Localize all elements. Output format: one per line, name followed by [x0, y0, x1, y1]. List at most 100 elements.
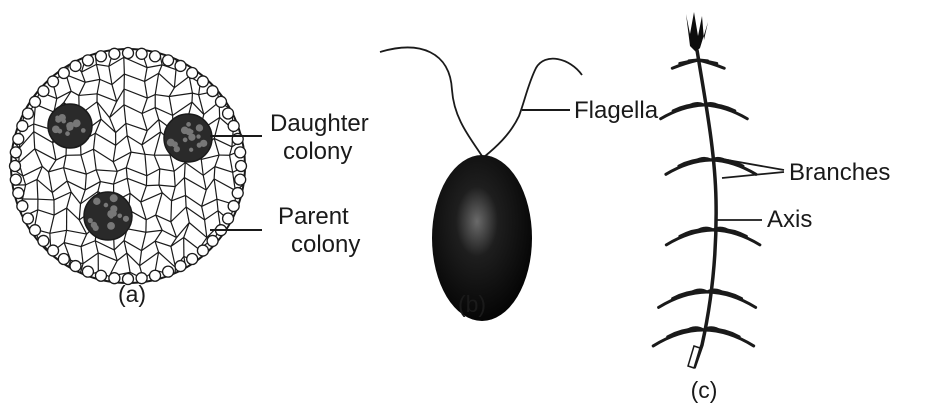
cell-wall	[190, 48, 203, 50]
cell-wall	[37, 30, 42, 48]
daughter-cell	[183, 137, 188, 142]
cell-wall	[251, 164, 261, 178]
cell-wall	[42, 48, 53, 58]
cell-wall	[188, 29, 190, 48]
cell-wall	[0, 228, 9, 232]
cell-wall	[8, 270, 19, 283]
cell-wall	[214, 167, 215, 179]
cell-wall	[53, 57, 54, 71]
cell-wall	[4, 270, 8, 290]
cell-wall	[4, 289, 24, 290]
cell-wall	[249, 102, 266, 115]
cell-wall	[57, 269, 68, 277]
cell-wall	[5, 194, 6, 209]
cell-wall	[68, 45, 70, 58]
cell-wall	[0, 185, 8, 192]
cell-wall	[5, 210, 9, 228]
cell-wall	[38, 199, 54, 200]
cell-wall	[251, 31, 268, 41]
rim-cell	[58, 253, 69, 264]
cell-wall	[173, 305, 191, 311]
cell-wall	[264, 260, 268, 276]
daughter-cell	[107, 210, 114, 217]
cell-wall	[214, 28, 231, 37]
cell-wall	[246, 31, 251, 42]
cell-wall	[36, 63, 37, 80]
cell-wall	[7, 75, 27, 80]
cell-wall	[0, 290, 4, 292]
cell-wall	[37, 30, 55, 42]
cell-wall	[24, 285, 41, 290]
cell-wall	[244, 198, 260, 203]
cell-wall	[83, 295, 86, 308]
cell-wall	[259, 115, 267, 126]
cell-wall	[171, 275, 175, 294]
cell-wall	[188, 29, 202, 38]
cell-wall	[215, 305, 233, 307]
cell-wall	[249, 77, 265, 87]
rim-cell	[10, 174, 21, 185]
rim-cell	[30, 225, 41, 236]
cell-wall	[202, 38, 204, 50]
cell-wall	[38, 302, 51, 310]
cell-wall	[244, 59, 259, 73]
cell-wall	[80, 30, 98, 40]
cell-wall	[218, 290, 237, 292]
cell-wall	[7, 304, 22, 305]
cell-wall	[80, 39, 86, 57]
cell-wall	[204, 291, 205, 312]
rim-cell	[136, 48, 147, 59]
cell-wall	[249, 181, 265, 188]
rim-cell	[82, 266, 93, 277]
cell-wall	[19, 218, 21, 232]
rim-cell	[228, 201, 239, 212]
cell-wall	[214, 253, 217, 269]
cell-wall	[57, 263, 58, 277]
cell-wall	[50, 300, 69, 310]
flagella-label: Flagella	[574, 97, 659, 124]
cell-wall	[102, 300, 112, 308]
cell-wall	[237, 290, 247, 292]
rim-cell	[236, 161, 247, 172]
cell-wall	[249, 77, 250, 92]
daughter-cell	[188, 134, 195, 141]
daughter-cell	[197, 143, 202, 148]
rim-cell	[22, 213, 33, 224]
cell-wall	[214, 64, 230, 65]
cell-wall	[66, 34, 69, 44]
cell-wall	[38, 285, 41, 303]
volvox-colony	[0, 27, 267, 312]
rim-cell	[82, 55, 93, 66]
cell-wall	[174, 40, 176, 51]
axis-label: Axis	[767, 206, 812, 233]
cell-wall	[261, 178, 265, 188]
cell-wall	[184, 271, 186, 287]
cell-wall	[20, 283, 24, 290]
cell-wall	[20, 275, 38, 283]
chlamydomonas-cell	[380, 48, 582, 321]
rim-cell	[30, 96, 41, 107]
cell-wall	[41, 285, 50, 295]
cell-wall	[250, 121, 251, 135]
cell-wall	[230, 280, 238, 291]
cell-wall	[0, 254, 12, 260]
rim-cell	[48, 76, 59, 87]
daughter-cell	[189, 148, 193, 152]
cell-wall	[184, 286, 191, 304]
daughter-cell	[93, 198, 100, 205]
rim-cell	[207, 86, 218, 97]
cell-wall	[24, 80, 27, 100]
chara-thallus	[653, 12, 760, 368]
cell-wall	[200, 268, 216, 274]
cell-wall	[204, 42, 221, 50]
daughter-colony	[164, 114, 212, 162]
caption-b: (b)	[458, 291, 486, 317]
cell-wall	[0, 75, 7, 83]
cell-wall	[259, 73, 265, 88]
cell-wall	[260, 188, 265, 203]
parent-colony-label-line2: colony	[291, 231, 360, 258]
cell-wall	[235, 93, 250, 94]
cell-wall	[5, 210, 21, 218]
